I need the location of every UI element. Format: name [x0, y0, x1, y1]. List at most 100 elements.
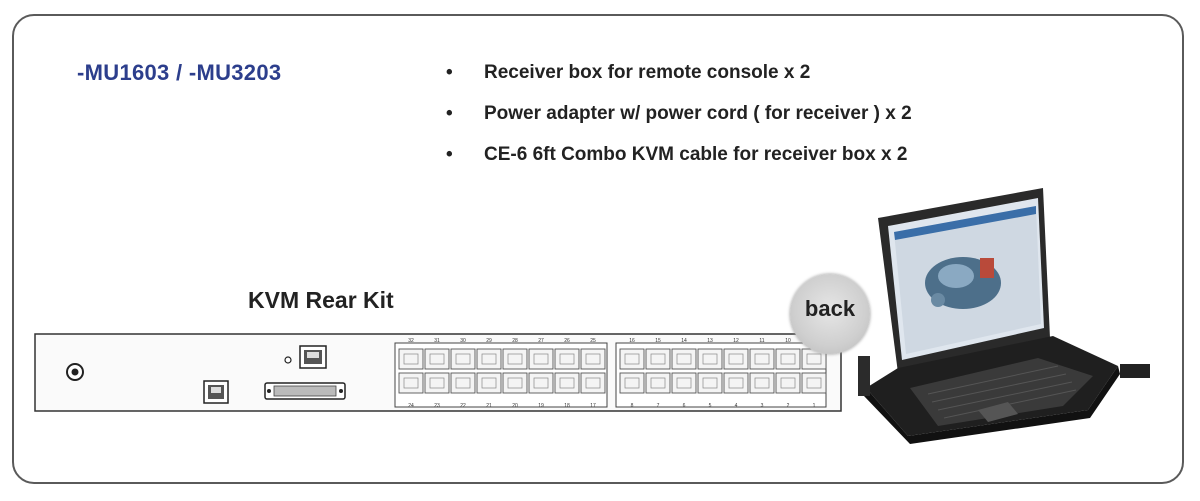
port-number-label: 30: [460, 338, 466, 344]
rj45-port: [619, 348, 645, 370]
rj45-port-socket: [702, 353, 718, 365]
port-number-label: 22: [460, 403, 466, 409]
rj45-port: [723, 348, 749, 370]
rj45-port-socket: [481, 353, 497, 365]
lcd-console-svg: [858, 188, 1150, 444]
rj45-port: [528, 348, 554, 370]
list-item-text: Receiver box for remote console x 2: [484, 62, 811, 83]
rj45-port: [697, 348, 723, 370]
rj45-port-socket: [650, 353, 666, 365]
bullet-icon: •: [446, 62, 453, 83]
rj45-port-socket: [754, 377, 770, 389]
port-number-label: 3: [761, 403, 764, 409]
rj45-port-socket: [585, 377, 601, 389]
power-connector-icon: [66, 363, 84, 381]
rj45-port-socket: [676, 353, 692, 365]
port-number-label: 1: [813, 403, 816, 409]
rj45-port: [801, 372, 827, 394]
rj45-port-socket: [728, 377, 744, 389]
rj45-port-socket: [806, 377, 822, 389]
bullet-icon: •: [446, 144, 453, 165]
rj45-port: [528, 372, 554, 394]
rj45-port: [502, 372, 528, 394]
port-number-label: 15: [655, 338, 661, 344]
rj45-port-socket: [780, 353, 796, 365]
rj45-port-socket: [702, 377, 718, 389]
rj45-port-socket: [585, 353, 601, 365]
rj45-port-socket: [559, 353, 575, 365]
rj45-port-socket: [559, 377, 575, 389]
port-number-label: 21: [486, 403, 492, 409]
rj45-port: [749, 372, 775, 394]
rj45-port: [580, 348, 606, 370]
port-number-label: 12: [733, 338, 739, 344]
rj45-port-socket: [533, 353, 549, 365]
rj45-port-socket: [429, 353, 445, 365]
rj45-port-socket: [481, 377, 497, 389]
port-number-label: 14: [681, 338, 687, 344]
rj45-port: [554, 372, 580, 394]
rj45-port: [645, 348, 671, 370]
port-number-label: 20: [512, 403, 518, 409]
kit-contents-list: • Receiver box for remote console x 2 • Po…: [440, 58, 912, 181]
port-number-label: 17: [590, 403, 596, 409]
port-number-label: 7: [657, 403, 660, 409]
list-item: • Receiver box for remote console x 2: [440, 58, 912, 99]
rj45-port-socket: [806, 353, 822, 365]
rj45-port: [697, 372, 723, 394]
list-item: • CE-6 6ft Combo KVM cable for receiver b…: [440, 140, 912, 181]
port-number-label: 29: [486, 338, 492, 344]
lcd-console-image: [858, 188, 1158, 453]
port-bank-right: 16151413121110987654321: [615, 338, 827, 409]
rj45-port-socket: [728, 353, 744, 365]
rj45-port: [398, 348, 424, 370]
rj45-port: [476, 348, 502, 370]
port-number-label: 31: [434, 338, 440, 344]
port-number-label: 26: [564, 338, 570, 344]
rj45-port-socket: [507, 377, 523, 389]
port-number-label: 5: [709, 403, 712, 409]
port-number-label: 2: [787, 403, 790, 409]
rj45-port: [424, 372, 450, 394]
rj45-port: [671, 372, 697, 394]
model-title: -MU1603 / -MU3203: [77, 60, 282, 85]
port-number-label: 8: [631, 403, 634, 409]
rj45-port-socket: [780, 377, 796, 389]
rj45-port-socket: [533, 377, 549, 389]
rj45-port: [671, 348, 697, 370]
port-number-label: 6: [683, 403, 686, 409]
port-number-label: 18: [564, 403, 570, 409]
rj45-port: [476, 372, 502, 394]
port-number-label: 23: [434, 403, 440, 409]
port-number-label: 19: [538, 403, 544, 409]
rj45-port-socket: [624, 377, 640, 389]
db-connector-icon: [264, 382, 346, 400]
back-label: back: [804, 296, 856, 321]
port-number-label: 10: [785, 338, 791, 344]
rj45-port: [398, 372, 424, 394]
rj45-port-socket: [507, 353, 523, 365]
bullet-icon: •: [446, 103, 453, 124]
port-number-label: 24: [408, 403, 414, 409]
port-number-label: 4: [735, 403, 738, 409]
rj45-port: [424, 348, 450, 370]
rj45-port: [723, 372, 749, 394]
back-zoom-callout: back: [790, 274, 870, 354]
rj45-port-socket: [676, 377, 692, 389]
list-item-text: CE-6 6ft Combo KVM cable for receiver bo…: [484, 144, 908, 165]
rj45-port: [554, 348, 580, 370]
rj45-port-socket: [455, 377, 471, 389]
kit-title: KVM Rear Kit: [248, 287, 394, 313]
port-number-label: 11: [759, 338, 764, 344]
rj45-port: [775, 372, 801, 394]
rj45-port: [580, 372, 606, 394]
rj45-port-socket: [754, 353, 770, 365]
rj45-port-socket: [624, 353, 640, 365]
rj45-port-socket: [429, 377, 445, 389]
port-number-label: 32: [408, 338, 414, 344]
rj45-port: [450, 348, 476, 370]
list-item-text: Power adapter w/ power cord ( for receiv…: [484, 103, 912, 124]
